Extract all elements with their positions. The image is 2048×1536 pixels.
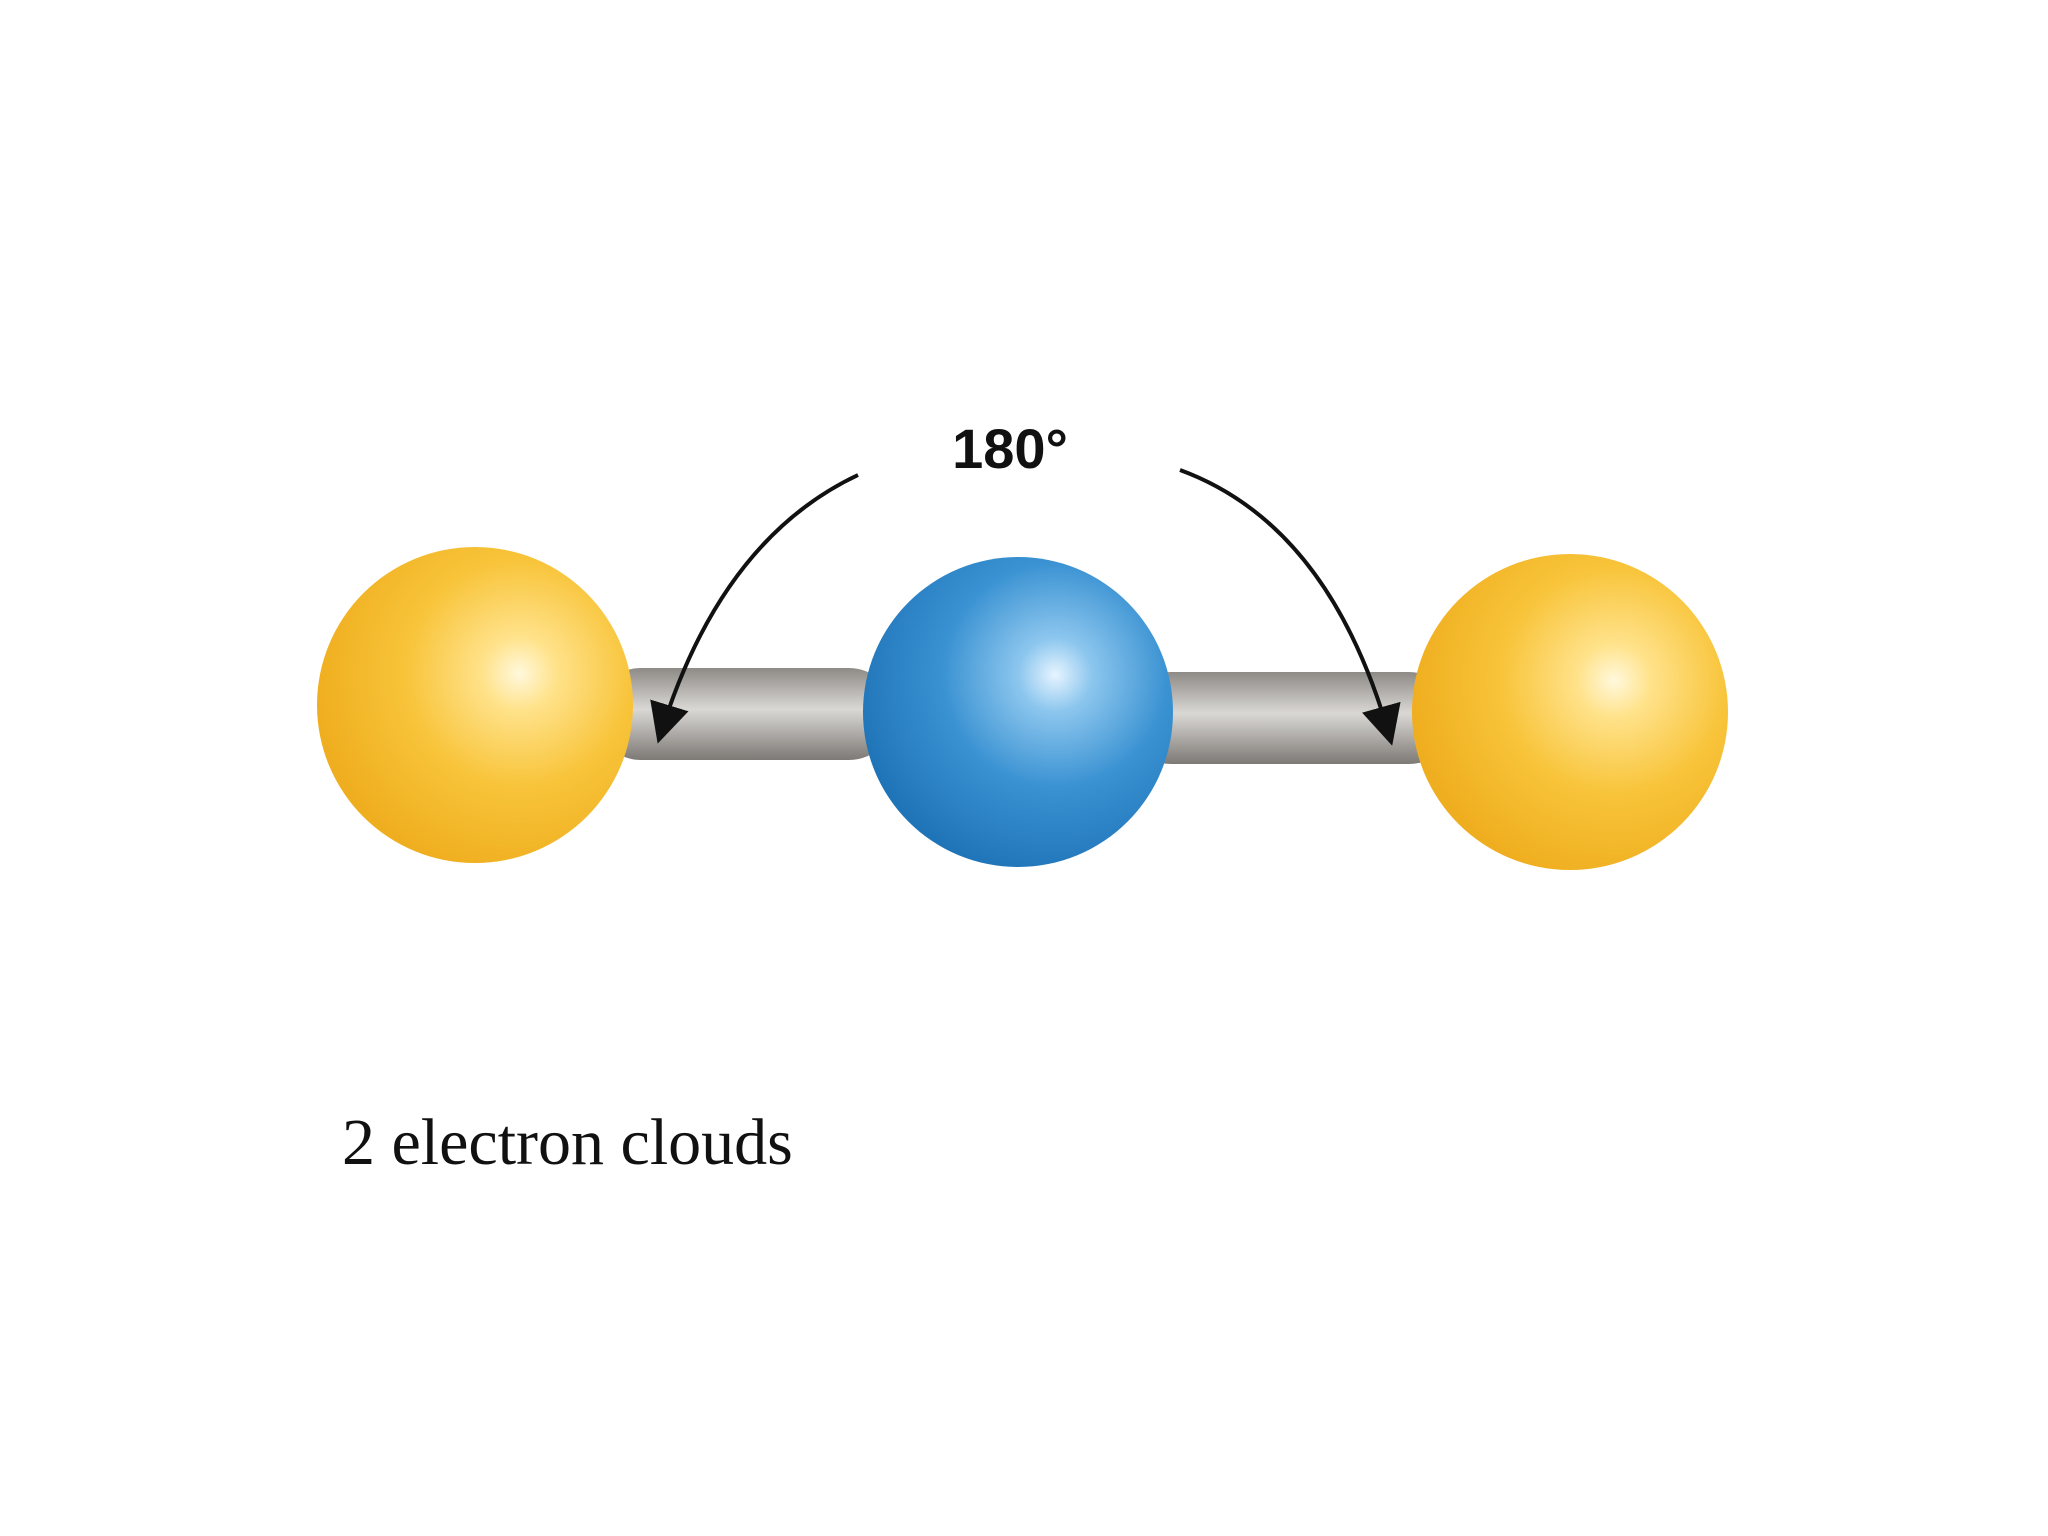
angle-arrow-right: [1179, 468, 1401, 746]
bond-left: [595, 668, 895, 760]
outer-atom-right: [1412, 554, 1728, 870]
outer-atom-left: [317, 547, 633, 863]
caption: 2 electron clouds: [342, 1106, 793, 1179]
angle-arrow-left: [650, 473, 859, 744]
bond-right: [1125, 672, 1455, 764]
central-atom: [863, 557, 1173, 867]
bond-angle-label: 180°: [952, 417, 1068, 480]
